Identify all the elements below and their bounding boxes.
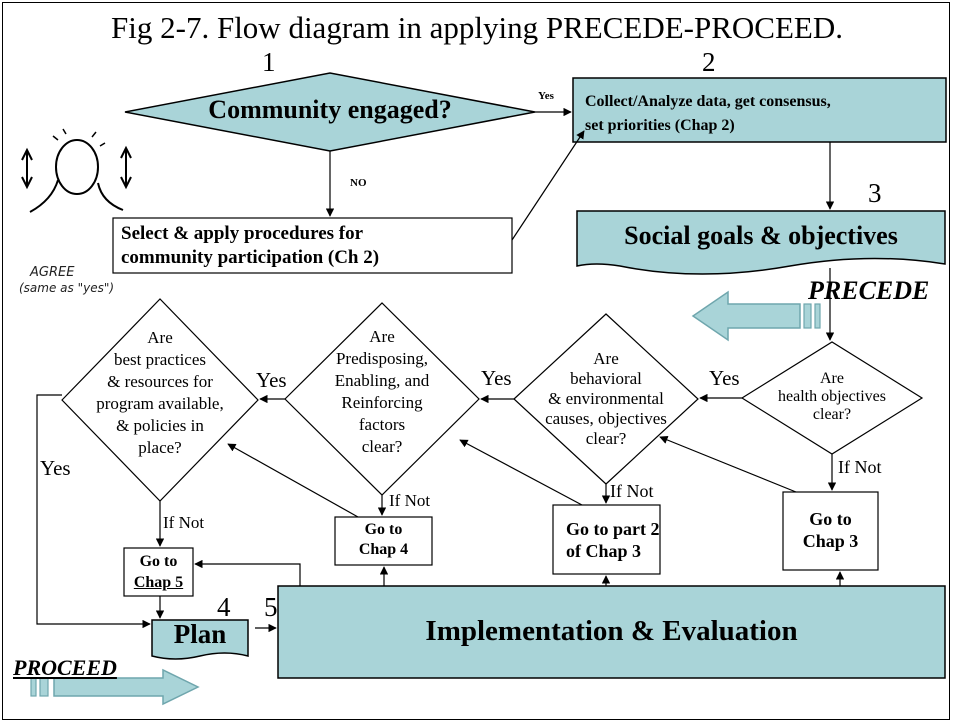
health-objectives-line-2: health objectives	[778, 388, 886, 405]
best-practices-label: Are best practices & resources for progr…	[72, 327, 248, 459]
select-apply-box	[112, 217, 513, 274]
yes-label-health: Yes	[709, 366, 740, 390]
yes-label-community: Yes	[538, 90, 554, 102]
best-practices-line-6: place?	[138, 438, 182, 457]
predisposing-line-1: Are	[369, 327, 395, 346]
predisposing-diamond	[284, 302, 480, 496]
best-practices-line-2: best practices	[113, 350, 207, 369]
step-number-1: 1	[262, 47, 276, 77]
chap5-box	[123, 547, 194, 597]
precede-arrow-icon	[691, 290, 821, 342]
chap4-line-2: Chap 4	[358, 541, 409, 558]
implementation-box	[277, 585, 946, 679]
behavioral-line-1: Are	[593, 349, 619, 368]
behavioral-line-4: causes, objectives	[545, 409, 667, 428]
best-practices-diamond	[61, 298, 259, 502]
if-not-label-best-practices: If Not	[163, 513, 205, 532]
social-goals-box	[576, 210, 946, 275]
chap5-line-1: Go to	[139, 553, 178, 570]
step-number-2: 2	[702, 47, 716, 77]
chap5-line-2: Chap 5	[133, 574, 184, 591]
health-objectives-line-1: Are	[820, 370, 844, 387]
plan-box	[151, 619, 249, 660]
collect-analyze-label: Collect/Analyze data, get consensus, set…	[585, 90, 945, 138]
select-apply-line-2: community participation (Ch 2)	[121, 247, 380, 268]
yes-label-behavioral: Yes	[481, 366, 512, 390]
part2-chap3-label: Go to part 2 of Chap 3	[566, 518, 666, 562]
page-title: Fig 2-7. Flow diagram in applying PRECED…	[111, 10, 843, 45]
social-goals-label: Social goals & objectives	[624, 221, 898, 250]
if-not-label-predisposing: If Not	[389, 491, 431, 510]
best-practices-line-4: program available,	[96, 394, 224, 413]
step-number-5: 5	[264, 592, 278, 622]
behavioral-diamond	[513, 313, 699, 485]
community-engaged-label: Community engaged?	[208, 95, 452, 124]
no-label-community: NO	[350, 177, 367, 189]
behavioral-line-5: clear?	[585, 429, 627, 448]
predisposing-line-3: Enabling, and	[334, 371, 430, 390]
handwriting-line-2: (same as "yes")	[19, 281, 115, 295]
select-apply-label: Select & apply procedures for community …	[121, 222, 511, 270]
best-practices-line-5: & policies in	[116, 416, 204, 435]
behavioral-line-2: behavioral	[570, 369, 642, 388]
implementation-label: Implementation & Evaluation	[425, 615, 798, 647]
chap3-line-1: Go to	[809, 509, 852, 529]
step-number-3: 3	[868, 178, 882, 208]
health-objectives-label: Are health objectives clear?	[752, 370, 912, 424]
if-not-label-behavioral: If Not	[610, 481, 654, 501]
health-objectives-diamond	[740, 341, 924, 455]
chap3-line-2: Chap 3	[802, 531, 859, 551]
predisposing-line-2: Predisposing,	[335, 349, 429, 368]
if-not-label-health: If Not	[838, 457, 882, 477]
behavioral-line-3: & environmental	[548, 389, 664, 408]
predisposing-line-5: factors	[358, 415, 406, 434]
predisposing-line-4: Reinforcing	[341, 393, 423, 412]
yes-label-best-practices: Yes	[40, 456, 71, 480]
proceed-arrow-icon	[30, 668, 200, 706]
part2-chap3-box	[552, 504, 661, 575]
handwriting-line-1: AGREE	[30, 265, 75, 280]
person-sketch-icon	[21, 128, 132, 213]
step-number-4: 4	[217, 592, 231, 622]
chap4-box	[334, 516, 433, 566]
yes-label-predisposing: Yes	[256, 368, 287, 392]
precede-label: PRECEDE	[808, 276, 930, 305]
part2-chap3-line-1: Go to part 2	[566, 519, 660, 539]
part2-chap3-line-2: of Chap 3	[566, 541, 642, 561]
predisposing-label: Are Predisposing, Enabling, and Reinforc…	[292, 326, 472, 458]
proceed-label: PROCEED	[13, 655, 117, 680]
plan-label: Plan	[173, 619, 227, 649]
collect-analyze-line-1: Collect/Analyze data, get consensus,	[585, 93, 831, 110]
collect-analyze-line-2: set priorities (Chap 2)	[585, 117, 735, 134]
best-practices-line-3: & resources for	[107, 372, 213, 391]
chap4-line-1: Go to	[364, 521, 403, 538]
behavioral-label: Are behavioral & environmental causes, o…	[516, 349, 696, 449]
chap3-box	[782, 491, 879, 571]
chap3-label: Go to Chap 3	[783, 508, 878, 552]
chap5-label: Go to Chap 5	[124, 551, 193, 593]
best-practices-line-1: Are	[147, 328, 173, 347]
predisposing-line-6: clear?	[361, 437, 403, 456]
health-objectives-line-3: clear?	[812, 406, 852, 423]
collect-analyze-box	[572, 77, 947, 143]
select-apply-line-1: Select & apply procedures for	[121, 223, 364, 244]
chap4-label: Go to Chap 4	[335, 520, 432, 560]
